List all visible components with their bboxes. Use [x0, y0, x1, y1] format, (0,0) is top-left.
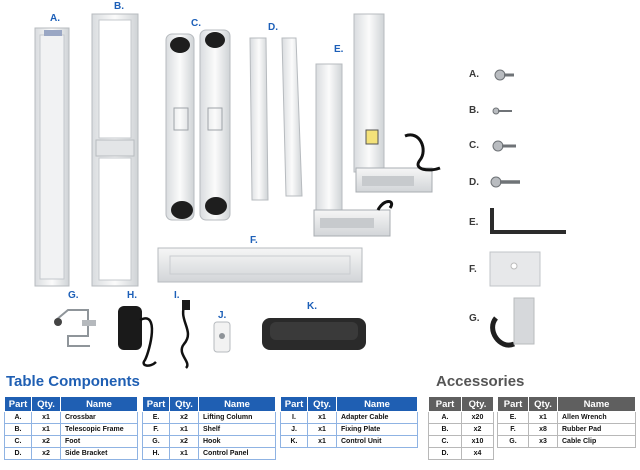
acc-label-b: B.: [469, 105, 479, 116]
col-qty: Qty.: [169, 396, 199, 412]
col-qty: Qty.: [307, 396, 337, 412]
label-k: K.: [307, 301, 317, 312]
col-qty: Qty.: [528, 396, 558, 412]
shelf-part: [157, 247, 363, 283]
label-e: E.: [334, 44, 344, 55]
allen-wrench-part: [490, 208, 566, 234]
col-qty: Qty.: [31, 396, 61, 412]
hook-part: [54, 309, 96, 347]
table-row: C.x10: [428, 435, 494, 448]
rubber-pad-part: [489, 251, 541, 287]
screw-a-part: [494, 69, 514, 81]
col-name: Name: [557, 396, 636, 412]
telescopic-frame-part: [91, 13, 139, 287]
control-unit-part: [262, 318, 366, 350]
parts-drawing: [34, 13, 566, 369]
acc-label-g: G.: [469, 313, 480, 324]
label-h: H.: [127, 290, 137, 301]
col-part: Part: [497, 396, 529, 412]
screw-c-part: [492, 140, 516, 152]
acc-label-e: E.: [469, 217, 479, 228]
accessories-title: Accessories: [436, 373, 525, 390]
cable-clip-part: [490, 297, 535, 348]
label-a: A.: [50, 13, 60, 24]
label-g: G.: [68, 290, 79, 301]
fixing-plate-part: [213, 321, 231, 353]
col-part: Part: [142, 396, 170, 412]
adapter-cable-part: [180, 300, 190, 369]
control-panel-part: [118, 306, 157, 367]
accessories-table-1: Part Qty. A.x20 B.x2 C.x10 D.x4: [428, 396, 494, 460]
col-part: Part: [428, 396, 462, 412]
screw-d-part: [490, 176, 520, 188]
label-d: D.: [268, 22, 278, 33]
table-row: B.x2: [428, 423, 494, 436]
label-i: I.: [174, 290, 180, 301]
lifting-column-part: [313, 13, 441, 237]
col-part: Part: [280, 396, 308, 412]
label-c: C.: [191, 18, 201, 29]
col-part: Part: [4, 396, 32, 412]
table-row: D.x4: [428, 447, 494, 460]
col-name: Name: [198, 396, 276, 412]
label-b: B.: [114, 1, 124, 12]
parts-illustration: A. B. C. D. E. F. G. H. I. J. K. A. B. C…: [34, 1, 566, 369]
table-row: A.x20: [428, 411, 494, 424]
label-j: J.: [218, 310, 227, 321]
foot-part: [165, 29, 231, 221]
side-bracket-part: [249, 37, 303, 201]
acc-label-d: D.: [469, 177, 479, 188]
label-f: F.: [250, 235, 258, 246]
acc-label-c: C.: [469, 140, 479, 151]
col-name: Name: [336, 396, 418, 412]
table-components-title: Table Components: [6, 373, 140, 390]
acc-label-f: F.: [469, 264, 477, 275]
acc-label-a: A.: [469, 69, 479, 80]
screw-b-part: [492, 107, 512, 115]
col-qty: Qty.: [461, 396, 494, 412]
crossbar-part: [34, 27, 70, 287]
col-name: Name: [60, 396, 138, 412]
